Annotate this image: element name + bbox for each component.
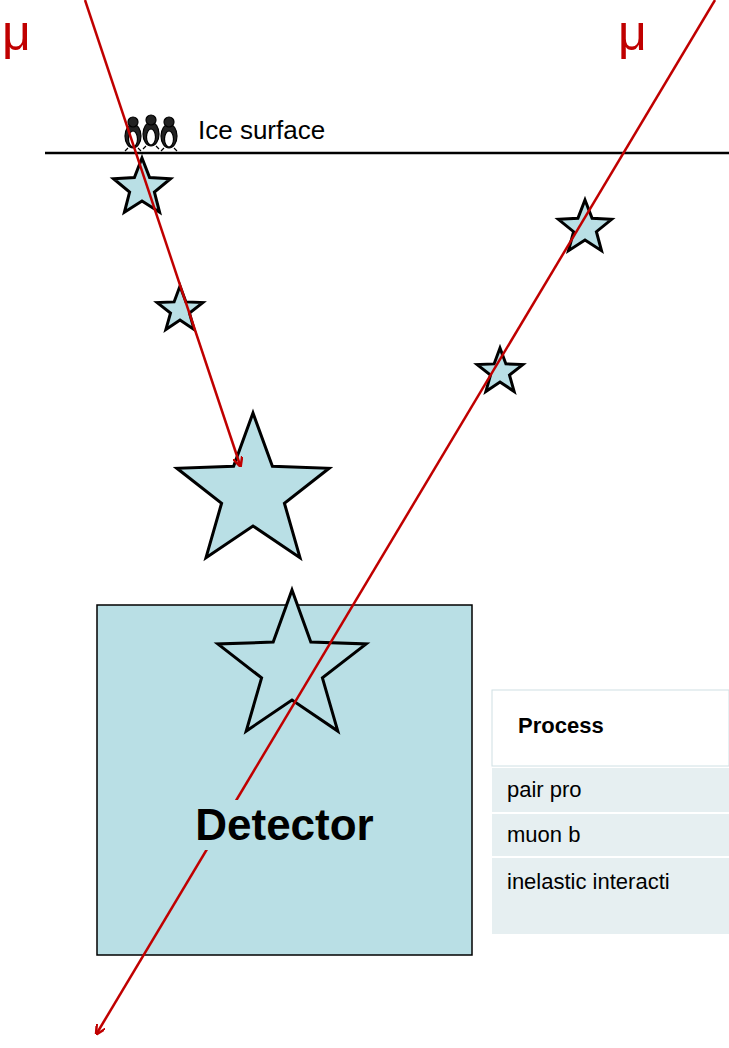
surface-label: Ice surface [198,115,325,146]
interaction-star [157,286,203,329]
table-row [492,768,729,812]
interaction-star [114,158,171,212]
interaction-star [558,200,611,251]
table-cell: pair pro [507,777,582,803]
ice-surface-line [45,152,729,155]
detector-box: Detector [97,605,472,955]
table-cell: inelastic interacti [507,866,717,898]
box-label: Detector [191,800,378,850]
table-header: Process [518,713,604,739]
muon-symbol: μ [618,4,647,62]
table-row [492,858,729,934]
muon-symbol: μ [2,4,31,62]
table-row [492,814,729,856]
interaction-star [177,413,329,558]
interaction-star [218,590,366,731]
table-cell: muon b [507,822,580,848]
table-header [492,690,729,766]
muon-track [85,0,240,465]
